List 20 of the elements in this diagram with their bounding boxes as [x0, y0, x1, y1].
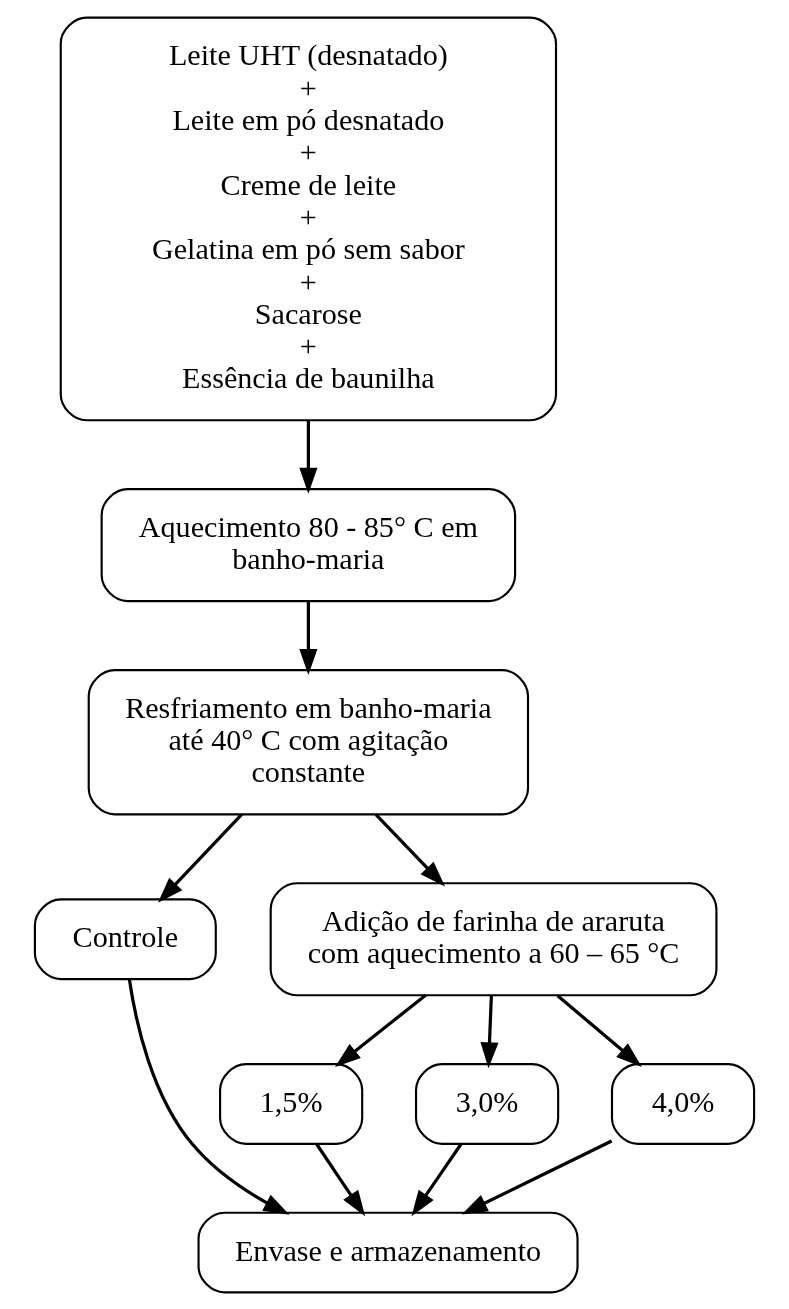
node-box: Aquecimento 80 - 85° C em banho-maria: [100, 487, 517, 602]
node-box: Leite UHT (desnatado) + Leite em pó desnatado + Creme de leite + Gelatina em pó sem sabor + Sacarose + Essência de baunilha: [59, 16, 558, 421]
node-box: 4,0%: [610, 1062, 756, 1145]
arrow: [556, 993, 642, 1067]
arrow: [374, 812, 445, 887]
arrow: [157, 812, 243, 903]
node-box: Adição de farinha de araruta com aquecimento a 60 – 65 °C: [269, 881, 718, 996]
arrow: [411, 1142, 463, 1216]
arrow: [299, 601, 318, 675]
arrow: [315, 1142, 366, 1216]
node-box: 3,0%: [414, 1062, 560, 1145]
node-box: Resfriamento em banho-maria até 40° C com agitação constante: [87, 668, 530, 815]
node-box: Envase e armazenamento: [197, 1211, 579, 1293]
arrow: [334, 993, 427, 1067]
arrow: [299, 419, 318, 494]
arrow: [480, 995, 499, 1068]
arrow: [461, 1139, 613, 1214]
arrow: [127, 979, 290, 1215]
node-box: 1,5%: [219, 1062, 364, 1145]
node-box: Controle: [33, 897, 217, 980]
